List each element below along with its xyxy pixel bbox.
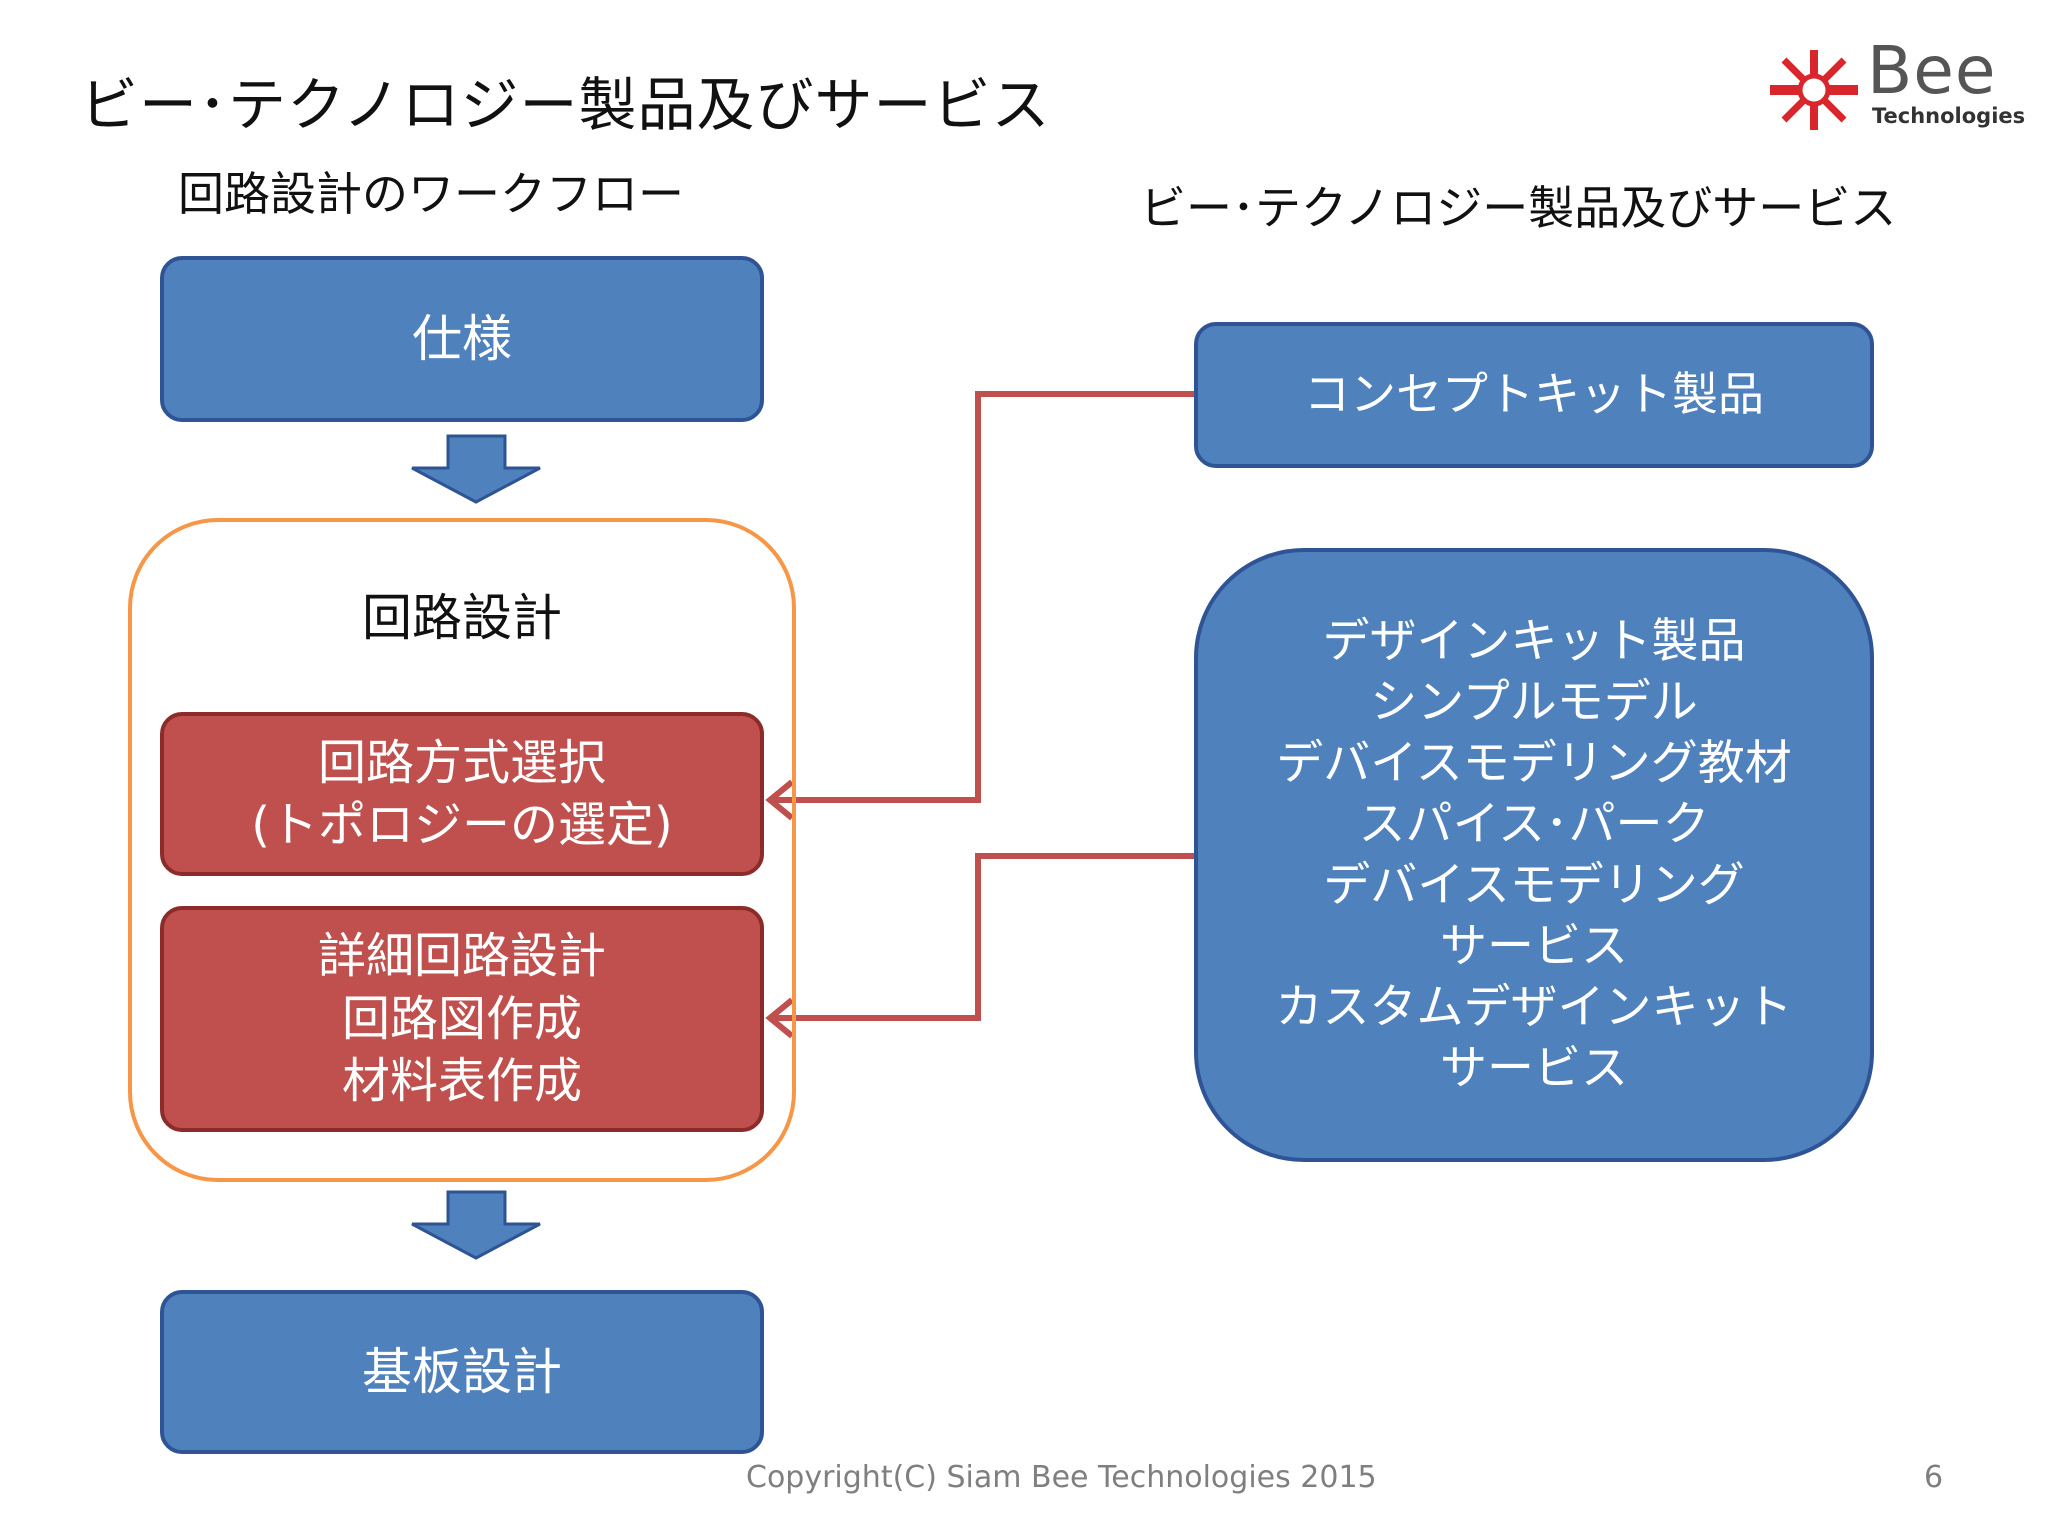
- bee-logo-icon: [1770, 50, 1858, 130]
- logo-sub: Technologies: [1872, 104, 2026, 128]
- detail-design-box: 詳細回路設計 回路図作成 材料表作成: [160, 906, 764, 1132]
- detail-line-1: 詳細回路設計: [317, 928, 606, 985]
- down-arrow-icon: [411, 1190, 541, 1260]
- detail-line-2: 回路図作成: [341, 990, 582, 1047]
- page-number: 6: [1924, 1460, 1944, 1495]
- workflow-heading: 回路設計のワークフロー: [178, 167, 684, 221]
- service-item: カスタムデザインキット: [1275, 980, 1793, 1036]
- bee-logo: Bee Technologies: [1762, 32, 2032, 140]
- service-item: シンプルモデル: [1370, 674, 1698, 730]
- circuit-design-label: 回路設計: [362, 589, 562, 647]
- service-item: サービス: [1440, 1041, 1628, 1097]
- connector-arrow-icon: [770, 391, 1196, 803]
- pcb-label: 基板設計: [362, 1342, 562, 1401]
- concept-kit-label: コンセプトキット製品: [1304, 367, 1764, 422]
- copyright: Copyright(C) Siam Bee Technologies 2015: [746, 1460, 1377, 1495]
- service-item: デザインキット製品: [1322, 613, 1746, 669]
- products-heading: ビー･テクノロジー製品及びサービス: [1140, 181, 1897, 235]
- service-item: サービス: [1440, 919, 1628, 975]
- service-item: デバイスモデリング教材: [1276, 735, 1792, 791]
- circuit-design-group: [128, 518, 796, 1182]
- detail-line-3: 材料表作成: [341, 1053, 582, 1110]
- spec-label: 仕様: [412, 309, 512, 368]
- pcb-design-box: 基板設計: [160, 1290, 764, 1454]
- topology-line-2: (トポロジーの選定): [251, 797, 673, 853]
- topology-line-1: 回路方式選択: [317, 734, 606, 791]
- topology-box: 回路方式選択 (トポロジーの選定): [160, 712, 764, 876]
- concept-kit-box: コンセプトキット製品: [1194, 322, 1874, 468]
- down-arrow-icon: [411, 434, 541, 504]
- spec-box: 仕様: [160, 256, 764, 422]
- connector-arrow-icon: [770, 853, 1196, 1021]
- page-title: ビー･テクノロジー製品及びサービス: [80, 71, 1051, 139]
- service-item: デバイスモデリング: [1323, 858, 1745, 913]
- service-item: スパイス･パーク: [1358, 796, 1710, 852]
- logo-name: Bee: [1867, 32, 1997, 109]
- services-box: デザインキット製品 シンプルモデル デバイスモデリング教材 スパイス･パーク デ…: [1194, 548, 1874, 1162]
